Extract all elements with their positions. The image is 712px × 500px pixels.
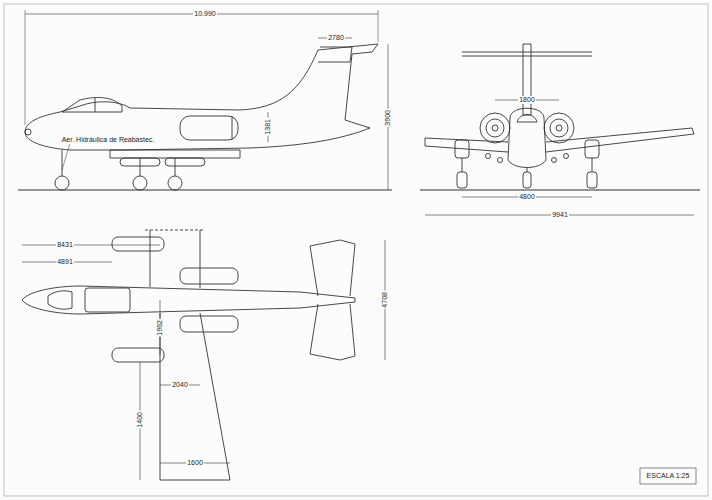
dimension-label: 3900: [384, 109, 392, 127]
dimension-label: 2780: [327, 34, 345, 42]
dimension-label: 10.990: [193, 10, 216, 18]
dimension-label: 1962: [156, 319, 164, 337]
dimension-label: 2040: [171, 381, 189, 389]
scale-note: ESCALA 1:25: [646, 472, 691, 480]
dimension-label: 4708: [381, 291, 389, 309]
dimension-label: 9941: [551, 211, 569, 219]
dimension-label: 1400: [136, 411, 144, 429]
dimension-label: 1381: [264, 118, 272, 136]
side-view: [18, 10, 392, 190]
dimension-label: 8431: [56, 241, 74, 249]
dimension-label: 4891: [56, 258, 74, 266]
title-block: [640, 468, 696, 484]
dimension-label: 4800: [518, 193, 536, 201]
dimension-label: 1800: [518, 96, 536, 104]
front-view: [420, 44, 700, 215]
sheet-frame: [4, 4, 708, 496]
dimension-label: Aer. Hidráulica de Reabastec.: [61, 136, 156, 144]
plan-view: [22, 230, 385, 480]
dimension-label: 1600: [186, 459, 204, 467]
